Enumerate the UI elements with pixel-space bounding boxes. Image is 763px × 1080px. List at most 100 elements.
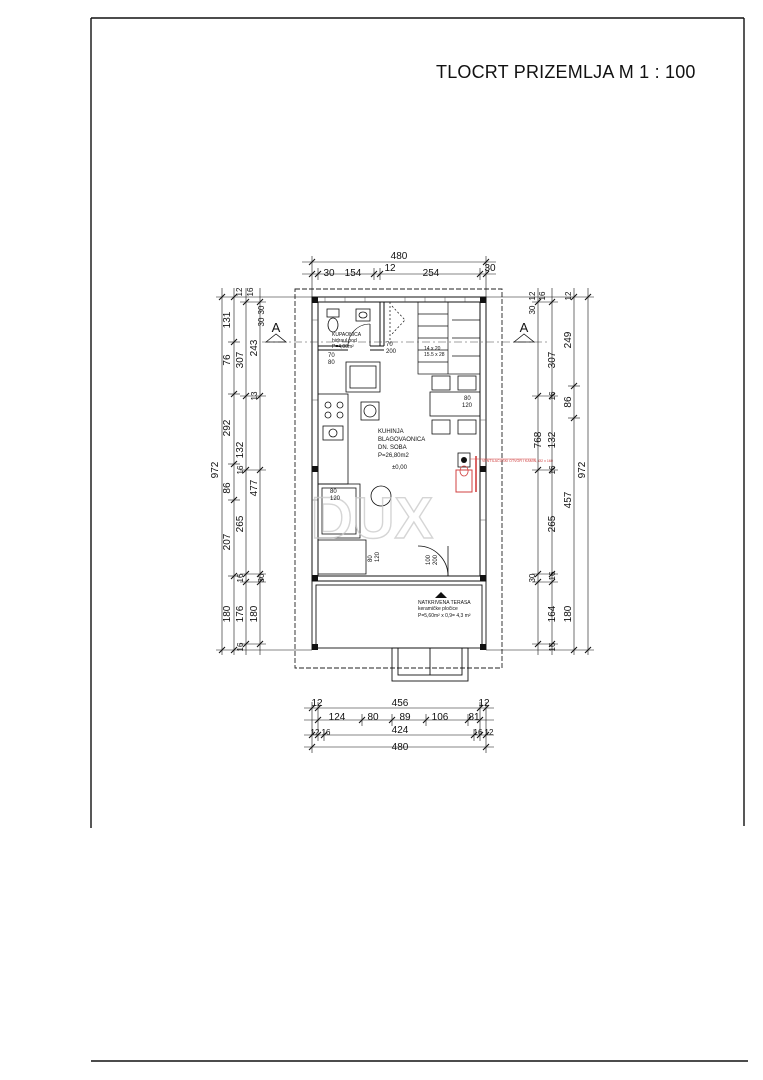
door-labels: 70 200 70 80 80 120 80 120 100 200 80 12…	[328, 342, 473, 565]
door5-width: 80	[368, 555, 374, 562]
bath-name: KUPAONICA	[332, 332, 362, 338]
chimney	[455, 452, 536, 493]
dim-right-outer-a: 768	[533, 431, 544, 448]
watermark-logo: DUX	[311, 486, 434, 551]
dim-top-p5: 30	[484, 263, 496, 274]
dim-left-inner-a: 12	[235, 287, 244, 296]
dim-right-room-i: 16	[548, 571, 557, 580]
roof-outline	[294, 288, 503, 669]
dim-right-room-a: 12	[528, 291, 537, 300]
dim-bottom4-a: 480	[392, 742, 409, 753]
drawing-title: TLOCRT PRIZEMLJA M 1 : 100	[436, 62, 696, 82]
door3-width: 80	[464, 396, 471, 402]
bath-area: P=4,00m²	[332, 344, 354, 350]
dim-right-room-b: 16	[538, 291, 547, 300]
dim-right-room-f: 132	[547, 431, 558, 448]
door3-height: 120	[462, 403, 473, 409]
door2-width: 70	[328, 353, 335, 359]
dim-right-room-k: 164	[547, 605, 558, 622]
door1-height: 200	[386, 349, 397, 355]
dim-left-inner-g: 265	[235, 515, 246, 532]
dim-right-mid-c: 86	[563, 396, 574, 408]
dim-left-inner-d: 307	[235, 351, 246, 368]
dim-top-p1: 30	[323, 268, 335, 279]
dim-left-room-b: 243	[249, 339, 260, 356]
door4-height: 120	[330, 496, 341, 502]
dim-left-inner-h: 16	[236, 573, 245, 582]
dim-bottom1-a: 12	[311, 698, 323, 709]
dim-left-inner-k: 16	[236, 642, 245, 651]
dim-right-room-h: 265	[547, 515, 558, 532]
dim-right-mid-b: 249	[563, 331, 574, 348]
dim-bottom2-c: 89	[399, 712, 411, 723]
dim-right-mid-e: 180	[563, 605, 574, 622]
dim-left-a: 131	[222, 311, 233, 328]
dim-left-c: 292	[222, 419, 233, 436]
dim-right-room-c: 30	[528, 305, 537, 314]
dim-right-mid-a: 12	[564, 291, 573, 300]
door6-height: 200	[433, 554, 439, 565]
dim-top-p2: 154	[345, 268, 362, 279]
section-marker-left: A	[272, 320, 281, 335]
dim-left-d: 86	[222, 482, 233, 494]
terrace-name: NATKRIVENA TERASA	[418, 600, 471, 606]
dim-left-e: 207	[222, 533, 233, 550]
dim-bottom3-b: 16	[322, 728, 331, 737]
dim-right-mid-d: 457	[563, 491, 574, 508]
terrace-floor: keramičke pločice	[418, 606, 458, 612]
section-marker-right: A	[520, 320, 529, 335]
staircase	[389, 301, 481, 375]
kitchen-counter	[317, 361, 381, 485]
room-labels: KUPAONICA hidraul.pod P=4,00m² KUHINJA B…	[332, 332, 553, 619]
dim-top-p3: 12	[384, 263, 396, 274]
dim-left-room-e: 180	[249, 605, 260, 622]
dim-left-inner-c: 30	[257, 305, 266, 314]
dim-left-room-c: 13	[250, 391, 259, 400]
dim-bottom3-a: 12	[311, 728, 320, 737]
dim-left-f: 180	[222, 605, 233, 622]
terrace	[311, 581, 487, 682]
main-level: ±0,00	[392, 465, 408, 471]
dim-left-inner-f: 16	[236, 465, 245, 474]
dim-top-overall: 480	[391, 251, 408, 262]
dim-bottom2-e: 81	[468, 712, 480, 723]
bathroom-fixtures	[326, 308, 371, 347]
bathroom-walls	[318, 302, 385, 351]
terrace-area: P=5,60m² x 0,9= 4,3 m²	[418, 613, 471, 619]
dining-table	[429, 375, 481, 435]
main-line1: KUHINJA	[378, 429, 404, 435]
bath-floor: hidraul.pod	[332, 338, 357, 344]
stair-label-1: 14 x 20	[424, 346, 441, 352]
dim-left-inner-j: 176	[235, 605, 246, 622]
section-markers	[264, 333, 536, 343]
dim-top-p4: 254	[423, 268, 440, 279]
dim-bottom1-c: 12	[478, 698, 490, 709]
dim-left-inner-b: 16	[246, 287, 255, 296]
dim-bottom2-b: 80	[367, 712, 379, 723]
main-line3: DN. SOBA	[378, 445, 407, 451]
dim-right-room-d: 307	[547, 351, 558, 368]
dimension-ticks	[218, 258, 592, 751]
stair-label-2: 15.5 x 28	[424, 352, 445, 358]
dim-right-room-g: 16	[548, 465, 557, 474]
main-line2: BLAGOVAONICA	[378, 437, 425, 443]
dim-bottom3-d: 16	[474, 728, 483, 737]
door5-height: 120	[375, 551, 381, 562]
main-area: P=26,80m2	[378, 453, 410, 459]
sheet-frame	[90, 17, 748, 1062]
dim-left-room-a: 30	[257, 317, 266, 326]
wall-hatch	[312, 297, 486, 521]
door1-width: 70	[386, 342, 393, 348]
chimney-label: VENTILACIJSKI OTVOR I KAMIN, Ø2 x 160	[482, 459, 553, 463]
dim-right-room-j: 30	[528, 573, 537, 582]
dim-bottom1-b: 456	[392, 698, 409, 709]
dim-right-room-l: 16	[548, 642, 557, 651]
door2-height: 80	[328, 360, 335, 366]
dim-left-inner-i: 30	[257, 573, 266, 582]
dim-left-b: 76	[222, 354, 233, 366]
dimension-texts: 480 30 154 12 254 30 972 131 76 292 86 2…	[210, 251, 588, 753]
dim-left-total: 972	[210, 461, 221, 478]
dimension-lines	[216, 256, 594, 753]
